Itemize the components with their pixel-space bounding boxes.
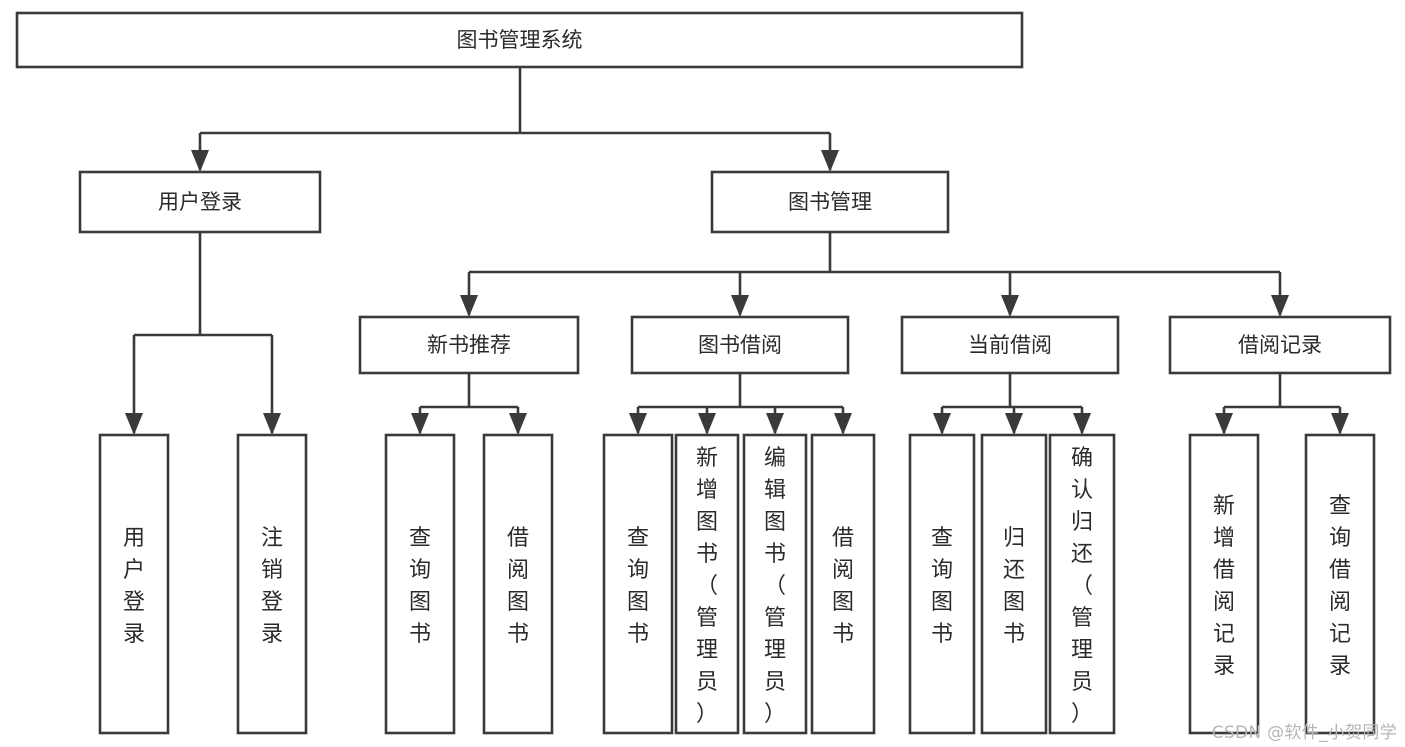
node-leaf-borrow-book-2-label: 借阅图书 — [832, 526, 854, 647]
node-book-borrow-label: 图书借阅 — [698, 333, 782, 357]
node-leaf-logout-box[interactable] — [236, 433, 308, 735]
node-leaf-add-book[interactable]: 新增图书（管理员） — [674, 433, 740, 735]
node-new-book-recommend-box[interactable] — [358, 315, 580, 375]
node-borrow-record-label: 借阅记录 — [1238, 333, 1322, 357]
node-leaf-add-book-label: 新增图书（管理员） — [696, 446, 718, 727]
node-borrow-record[interactable]: 借阅记录 — [1168, 315, 1392, 375]
node-leaf-query-book-3-box[interactable] — [908, 433, 976, 735]
node-leaf-add-record-box[interactable] — [1188, 433, 1260, 735]
arrow-user-login-child-0 — [125, 413, 143, 435]
arrow-borrow-record-child-0 — [1215, 413, 1233, 435]
arrow-current-borrow-child-2 — [1073, 413, 1091, 435]
node-leaf-user-login-label: 用户登录 — [123, 526, 145, 647]
node-leaf-return-book-label: 归还图书 — [1003, 526, 1025, 647]
arrow-to-book-borrow — [731, 295, 749, 317]
node-new-book-recommend-label: 新书推荐 — [427, 333, 511, 357]
arrow-new-book-recommend-child-1 — [509, 413, 527, 435]
watermark-label: CSDN @软件_小贺同学 — [1211, 723, 1397, 743]
node-root[interactable]: 图书管理系统 — [15, 11, 1024, 69]
node-user-login-box[interactable] — [78, 170, 322, 234]
node-book-manage-box[interactable] — [710, 170, 950, 234]
node-borrow-record-box[interactable] — [1168, 315, 1392, 375]
arrow-book-borrow-child-3 — [834, 413, 852, 435]
arrow-to-borrow-record — [1271, 295, 1289, 317]
node-leaf-borrow-book-2-box[interactable] — [810, 433, 876, 735]
node-leaf-query-book-1[interactable]: 查询图书 — [384, 433, 456, 735]
node-current-borrow[interactable]: 当前借阅 — [900, 315, 1120, 375]
node-leaf-edit-book-box[interactable] — [742, 433, 808, 735]
node-leaf-logout[interactable]: 注销登录 — [236, 433, 308, 735]
node-book-manage-label: 图书管理 — [788, 190, 872, 214]
node-leaf-query-record[interactable]: 查询借阅记录 — [1304, 433, 1376, 735]
node-leaf-return-book-box[interactable] — [980, 433, 1048, 735]
node-leaf-query-book-1-label: 查询图书 — [409, 526, 431, 647]
arrow-to-current-borrow — [1001, 295, 1019, 317]
connectors-layer — [125, 67, 1349, 435]
node-leaf-add-book-box[interactable] — [674, 433, 740, 735]
node-leaf-query-record-label: 查询借阅记录 — [1329, 494, 1351, 679]
node-new-book-recommend[interactable]: 新书推荐 — [358, 315, 580, 375]
node-leaf-return-book[interactable]: 归还图书 — [980, 433, 1048, 735]
arrow-current-borrow-child-0 — [933, 413, 951, 435]
node-leaf-borrow-book-2[interactable]: 借阅图书 — [810, 433, 876, 735]
arrow-user-login-child-1 — [263, 413, 281, 435]
node-leaf-add-record-label: 新增借阅记录 — [1213, 494, 1235, 679]
node-leaf-add-record[interactable]: 新增借阅记录 — [1188, 433, 1260, 735]
node-leaf-logout-label: 注销登录 — [261, 526, 283, 647]
node-leaf-edit-book[interactable]: 编辑图书（管理员） — [742, 433, 808, 735]
node-leaf-query-book-3-label: 查询图书 — [931, 526, 953, 647]
node-leaf-edit-book-label: 编辑图书（管理员） — [764, 446, 786, 727]
node-leaf-confirm-return-box[interactable] — [1048, 433, 1116, 735]
node-leaf-borrow-book-1[interactable]: 借阅图书 — [482, 433, 554, 735]
node-leaf-borrow-book-1-label: 借阅图书 — [507, 526, 529, 647]
node-leaf-query-book-2[interactable]: 查询图书 — [602, 433, 674, 735]
node-leaf-query-book-1-box[interactable] — [384, 433, 456, 735]
node-leaf-user-login-box[interactable] — [98, 433, 170, 735]
node-leaf-user-login[interactable]: 用户登录 — [98, 433, 170, 735]
arrow-book-borrow-child-2 — [766, 413, 784, 435]
node-leaf-confirm-return[interactable]: 确认归还（管理员） — [1048, 433, 1116, 735]
node-leaf-confirm-return-label: 确认归还（管理员） — [1071, 446, 1093, 727]
node-book-manage[interactable]: 图书管理 — [710, 170, 950, 234]
arrow-to-book-manage — [821, 150, 839, 172]
node-current-borrow-label: 当前借阅 — [968, 333, 1052, 357]
arrow-borrow-record-child-1 — [1331, 413, 1349, 435]
node-leaf-borrow-book-1-box[interactable] — [482, 433, 554, 735]
arrow-new-book-recommend-child-0 — [411, 413, 429, 435]
node-book-borrow-box[interactable] — [630, 315, 850, 375]
node-user-login-label: 用户登录 — [158, 190, 242, 214]
node-current-borrow-box[interactable] — [900, 315, 1120, 375]
node-leaf-query-book-2-label: 查询图书 — [627, 526, 649, 647]
nodes-layer: 图书管理系统用户登录图书管理新书推荐图书借阅当前借阅借阅记录用户登录注销登录查询… — [15, 11, 1392, 735]
node-book-borrow[interactable]: 图书借阅 — [630, 315, 850, 375]
node-leaf-query-book-3[interactable]: 查询图书 — [908, 433, 976, 735]
arrow-to-new-book-recommend — [460, 295, 478, 317]
arrow-book-borrow-child-1 — [698, 413, 716, 435]
arrow-book-borrow-child-0 — [629, 413, 647, 435]
node-root-box[interactable] — [15, 11, 1024, 69]
node-root-label: 图书管理系统 — [457, 28, 583, 52]
node-leaf-query-book-2-box[interactable] — [602, 433, 674, 735]
arrow-to-user-login — [191, 150, 209, 172]
node-user-login[interactable]: 用户登录 — [78, 170, 322, 234]
node-leaf-query-record-box[interactable] — [1304, 433, 1376, 735]
arrow-current-borrow-child-1 — [1005, 413, 1023, 435]
